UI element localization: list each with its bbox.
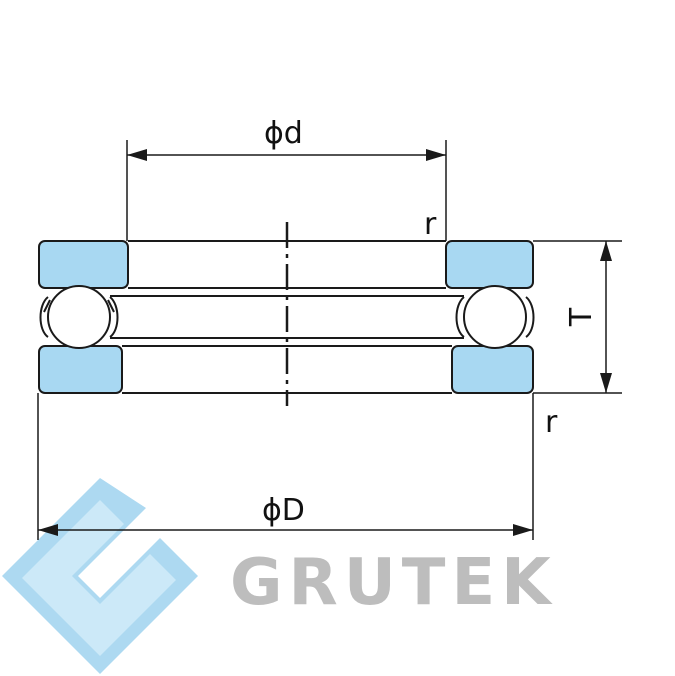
- bottom-washer-right-section: [451, 345, 534, 394]
- radius-label-bottom: r: [545, 405, 558, 440]
- top-washer-right-section: [445, 240, 534, 289]
- ball-right: [463, 285, 527, 349]
- grutek-logo-text: GRUTEK: [230, 546, 557, 620]
- ball-left: [47, 285, 111, 349]
- cage-left: [39, 296, 119, 338]
- cage-right: [455, 296, 535, 338]
- dimension-lines: [37, 140, 622, 540]
- radius-label-top: r: [424, 207, 437, 242]
- grutek-logo-mark: [2, 478, 198, 674]
- dimension-arrowheads: [38, 149, 612, 536]
- bearing-assembly: [38, 222, 535, 406]
- inner-diameter-label: ϕd: [264, 116, 303, 151]
- bottom-washer-left-section: [38, 345, 123, 394]
- outer-diameter-label: ϕD: [262, 493, 305, 528]
- height-label: T: [564, 307, 599, 327]
- top-washer-left-section: [38, 240, 129, 289]
